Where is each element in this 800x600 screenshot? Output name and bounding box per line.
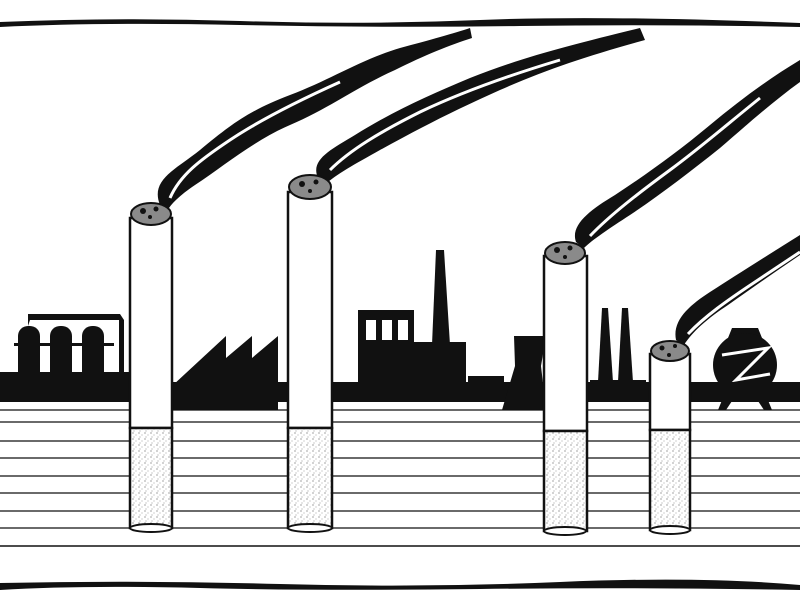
cigarette-smokestack-4 [648, 340, 692, 535]
top-border [0, 18, 800, 27]
storage-tanks [0, 314, 130, 384]
smoke-plume-1 [157, 28, 472, 210]
central-factory [358, 250, 466, 402]
cigarette-smokestack-2 [286, 174, 334, 533]
twin-chimneys [590, 308, 646, 388]
smoke-plumes [157, 28, 800, 345]
smoke-plume-2 [316, 28, 645, 184]
cigarette-smokestack-1 [128, 202, 174, 533]
bottom-border [0, 579, 800, 590]
industrial-skyline [0, 250, 800, 410]
cigarette-smokestack-3 [542, 241, 589, 536]
sawtooth-factory [172, 336, 278, 410]
small-building [468, 376, 504, 402]
cigarette-ember-3 [544, 241, 586, 265]
cooling-tower [502, 336, 546, 410]
cigarette-ember-1 [130, 202, 172, 226]
cigarette-ember-2 [288, 174, 332, 200]
cigarette-ember-4 [650, 340, 690, 362]
border-frame [0, 18, 800, 590]
